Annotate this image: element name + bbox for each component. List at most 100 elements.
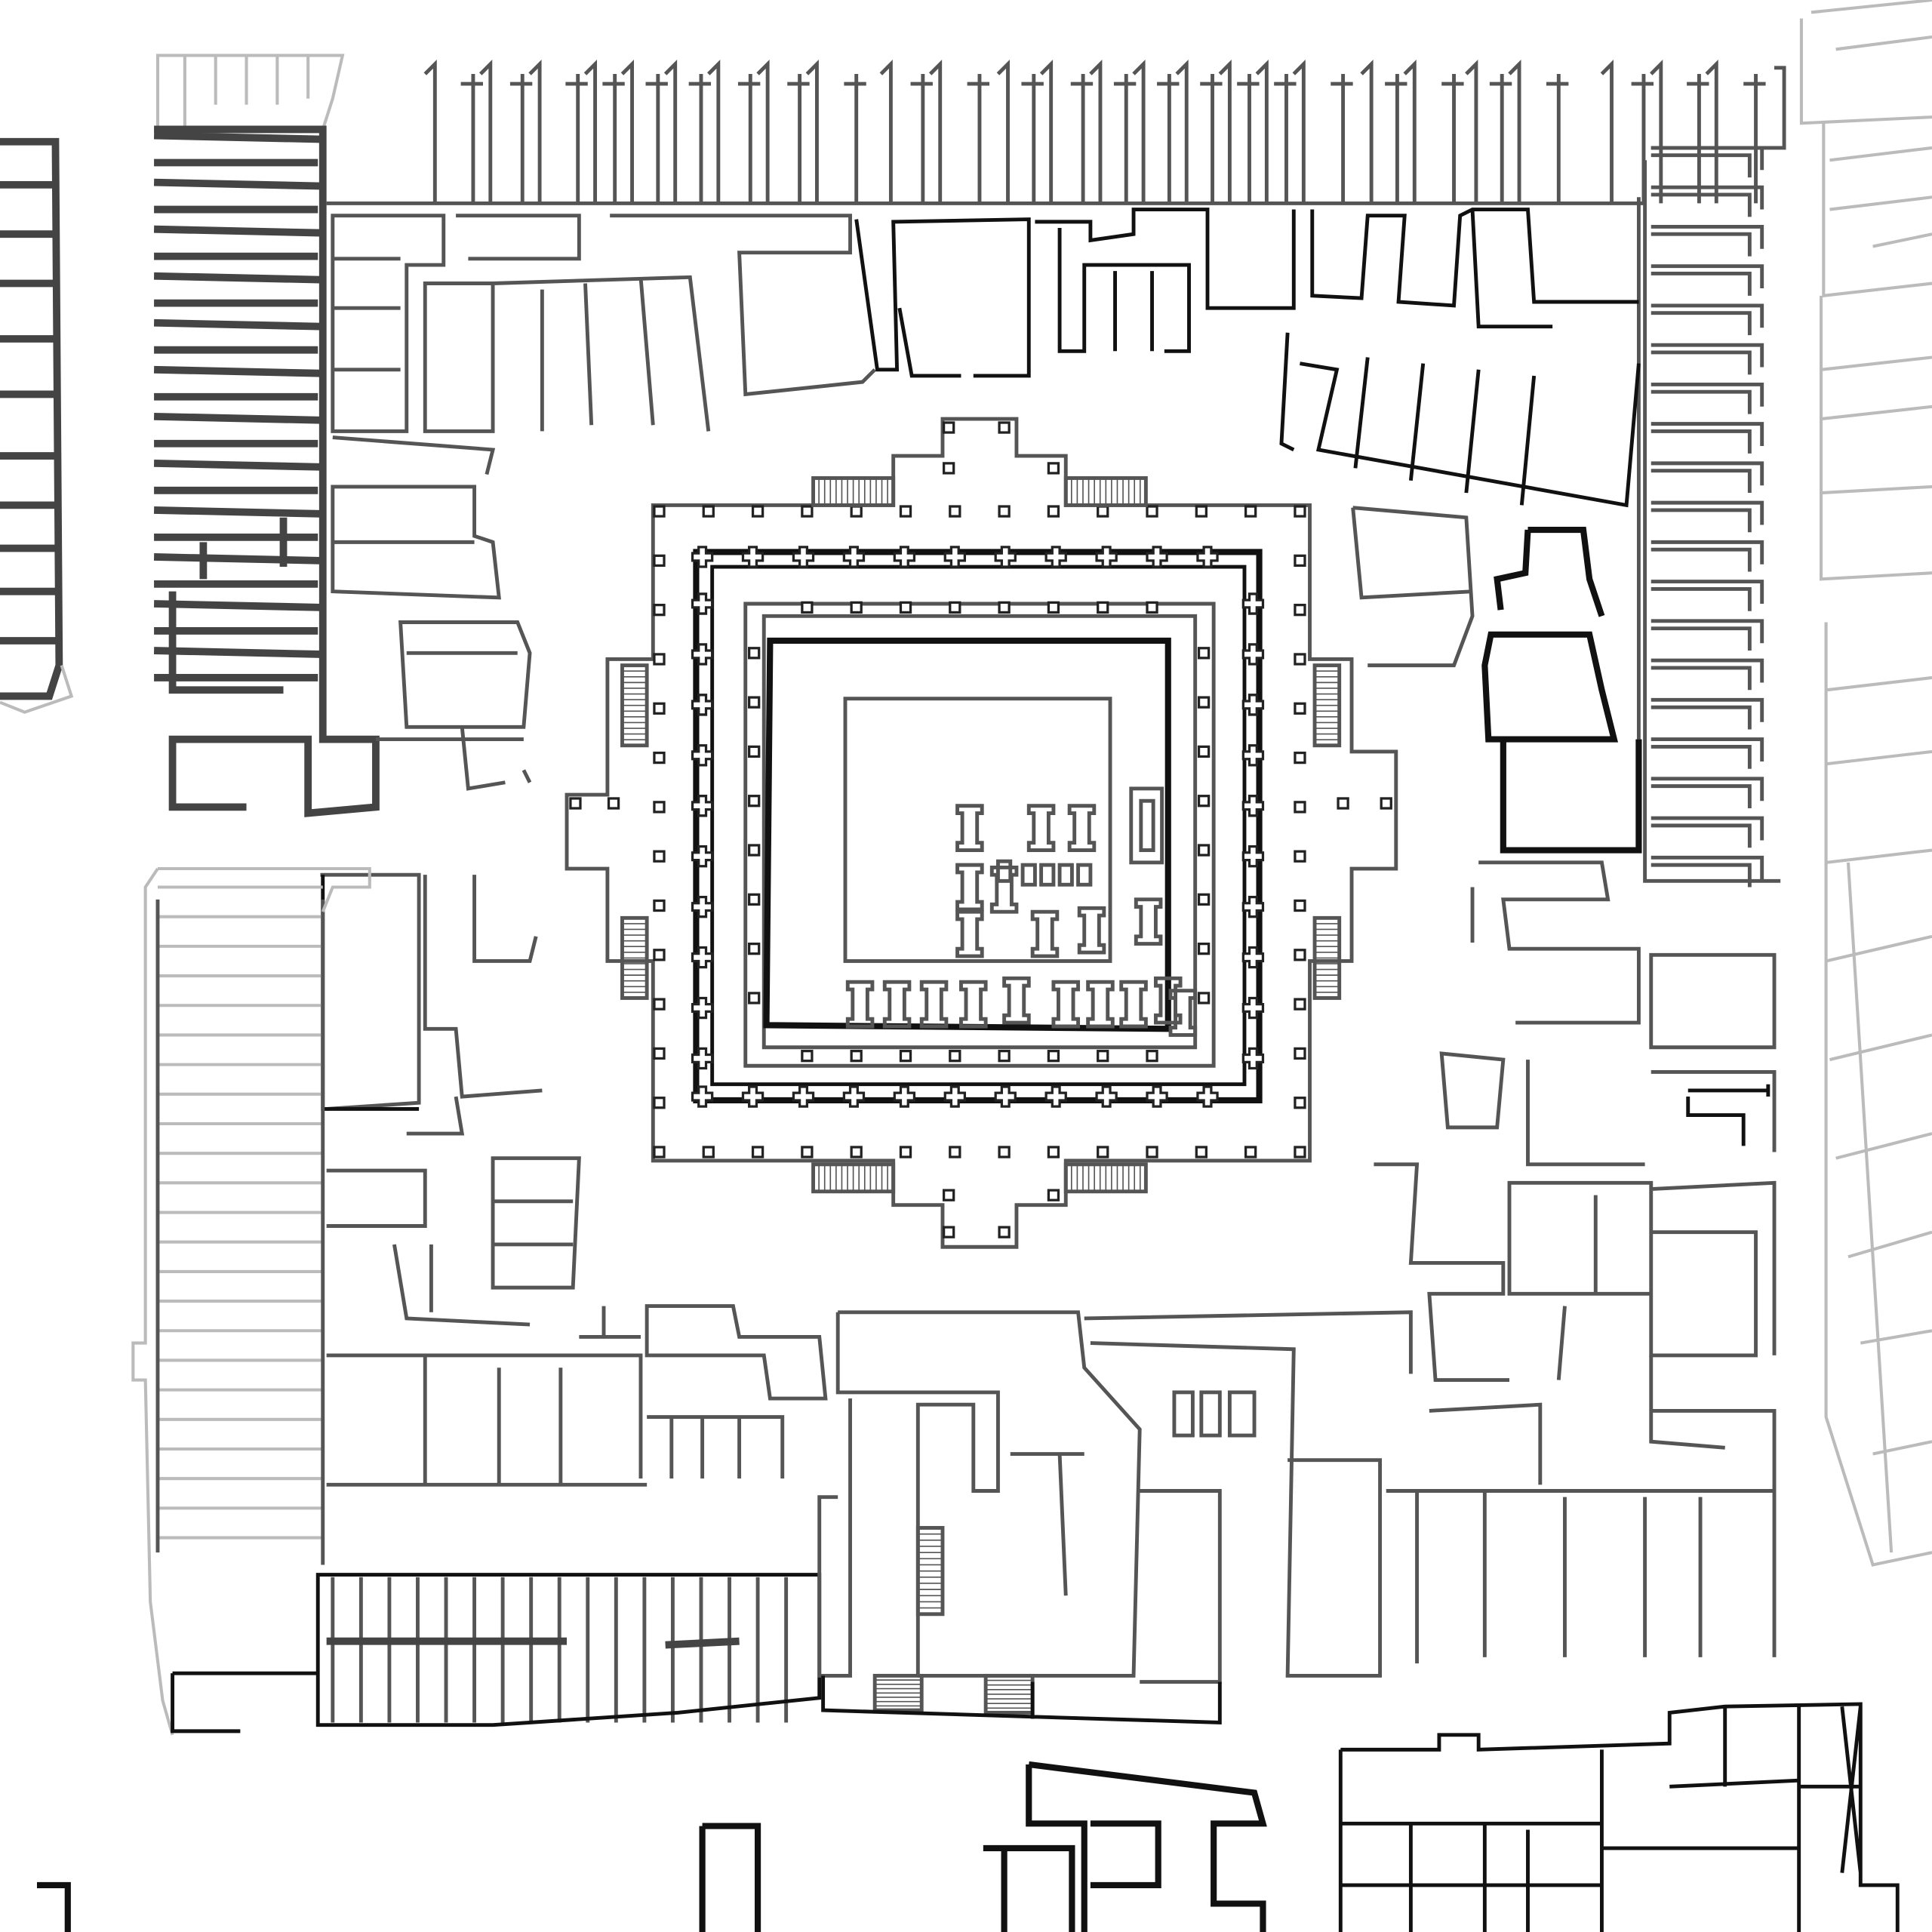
column bbox=[1380, 797, 1392, 810]
shop-unit bbox=[928, 59, 990, 204]
column bbox=[653, 899, 666, 912]
shop-unit bbox=[1651, 619, 1764, 651]
temple-stairs bbox=[620, 476, 1342, 1715]
cross-pier bbox=[741, 546, 764, 568]
cross-pier bbox=[1044, 546, 1067, 568]
pedestal bbox=[1168, 989, 1198, 1037]
column bbox=[653, 751, 666, 764]
shop-unit bbox=[1651, 737, 1764, 769]
cross-pier bbox=[1241, 744, 1265, 767]
shop-unit bbox=[620, 59, 668, 204]
pedestal bbox=[1039, 863, 1056, 887]
temple-columns bbox=[569, 421, 1392, 1238]
bottom-market-block bbox=[326, 1577, 789, 1723]
column bbox=[748, 844, 761, 857]
row-house-wall bbox=[153, 318, 321, 354]
column bbox=[1097, 1146, 1109, 1158]
column bbox=[1146, 601, 1158, 614]
shop-unit bbox=[1132, 59, 1180, 204]
far-left-strip bbox=[0, 137, 63, 700]
column bbox=[1047, 1146, 1060, 1158]
pedestal bbox=[955, 863, 984, 912]
shop-unit bbox=[1651, 816, 1764, 848]
pedestal bbox=[882, 980, 912, 1029]
shop-unit bbox=[1039, 59, 1094, 204]
column bbox=[850, 505, 863, 518]
shop-unit bbox=[1651, 382, 1764, 414]
column bbox=[748, 992, 761, 1004]
column bbox=[607, 797, 620, 810]
cross-pier bbox=[1196, 1085, 1219, 1108]
pedestal bbox=[1026, 804, 1056, 852]
column bbox=[899, 1146, 912, 1158]
shrine-pedestal bbox=[1172, 1390, 1195, 1438]
column bbox=[949, 1146, 961, 1158]
column bbox=[1197, 795, 1211, 808]
shop-unit bbox=[805, 59, 866, 204]
shop-unit bbox=[1651, 146, 1764, 178]
context-buildings-topleft bbox=[155, 54, 345, 131]
pedestal bbox=[919, 980, 949, 1029]
shrine-pedestal bbox=[1227, 1390, 1257, 1438]
column bbox=[850, 1050, 863, 1063]
shop-unit bbox=[1360, 59, 1407, 204]
column bbox=[1047, 601, 1060, 614]
pedestal bbox=[996, 859, 1013, 883]
market-aisle bbox=[326, 1637, 740, 1649]
cross-pier bbox=[691, 744, 714, 767]
pedestal bbox=[1002, 976, 1031, 1025]
cross-pier bbox=[1241, 1047, 1265, 1070]
cross-pier bbox=[691, 946, 714, 969]
bottom-market-outline bbox=[171, 1573, 822, 1734]
sanctum-pedestals bbox=[845, 804, 1198, 1037]
row-house-wall bbox=[153, 131, 321, 167]
cross-pier bbox=[893, 1085, 916, 1108]
column bbox=[1197, 844, 1211, 857]
column bbox=[1294, 899, 1306, 912]
row-house-wall bbox=[153, 272, 321, 307]
column bbox=[998, 1226, 1011, 1238]
shrine-pedestal bbox=[1199, 1390, 1222, 1438]
row-house-wall bbox=[153, 553, 321, 588]
column bbox=[998, 421, 1011, 434]
column bbox=[748, 696, 761, 709]
southwest-buildings bbox=[320, 872, 581, 1327]
temple-sanctum-wall bbox=[763, 637, 1171, 1032]
top-row-back-wall bbox=[326, 66, 1786, 205]
column bbox=[653, 505, 666, 518]
cross-pier bbox=[893, 546, 916, 568]
column bbox=[998, 505, 1011, 518]
column bbox=[949, 505, 961, 518]
column bbox=[1197, 696, 1211, 709]
pedestal bbox=[845, 980, 875, 1029]
row-house-wall bbox=[153, 600, 321, 635]
shop-unit bbox=[1465, 59, 1512, 204]
cross-pier bbox=[691, 895, 714, 918]
cloister-cross-piers bbox=[691, 546, 1265, 1108]
cross-pier bbox=[1095, 546, 1118, 568]
pedestal bbox=[1067, 804, 1097, 852]
pedestal bbox=[1057, 863, 1074, 887]
column bbox=[653, 554, 666, 568]
column bbox=[1294, 604, 1306, 617]
column bbox=[1146, 1050, 1158, 1063]
column bbox=[801, 505, 814, 518]
left-block-outline bbox=[154, 125, 380, 817]
cross-pier bbox=[1241, 643, 1265, 666]
cross-pier bbox=[1196, 546, 1219, 568]
cross-pier bbox=[1044, 1085, 1067, 1108]
pedestal bbox=[1076, 863, 1093, 887]
east-buildings bbox=[1351, 506, 1642, 854]
column bbox=[801, 1146, 814, 1158]
column bbox=[1146, 1146, 1158, 1158]
cross-pier bbox=[943, 546, 966, 568]
column bbox=[1197, 893, 1211, 906]
cross-pier bbox=[792, 546, 815, 568]
column bbox=[801, 1050, 814, 1063]
shop-unit bbox=[1651, 461, 1764, 494]
temple-complex bbox=[565, 417, 1398, 1715]
column bbox=[1294, 554, 1306, 568]
shop-unit bbox=[1651, 422, 1764, 454]
column bbox=[998, 1146, 1011, 1158]
